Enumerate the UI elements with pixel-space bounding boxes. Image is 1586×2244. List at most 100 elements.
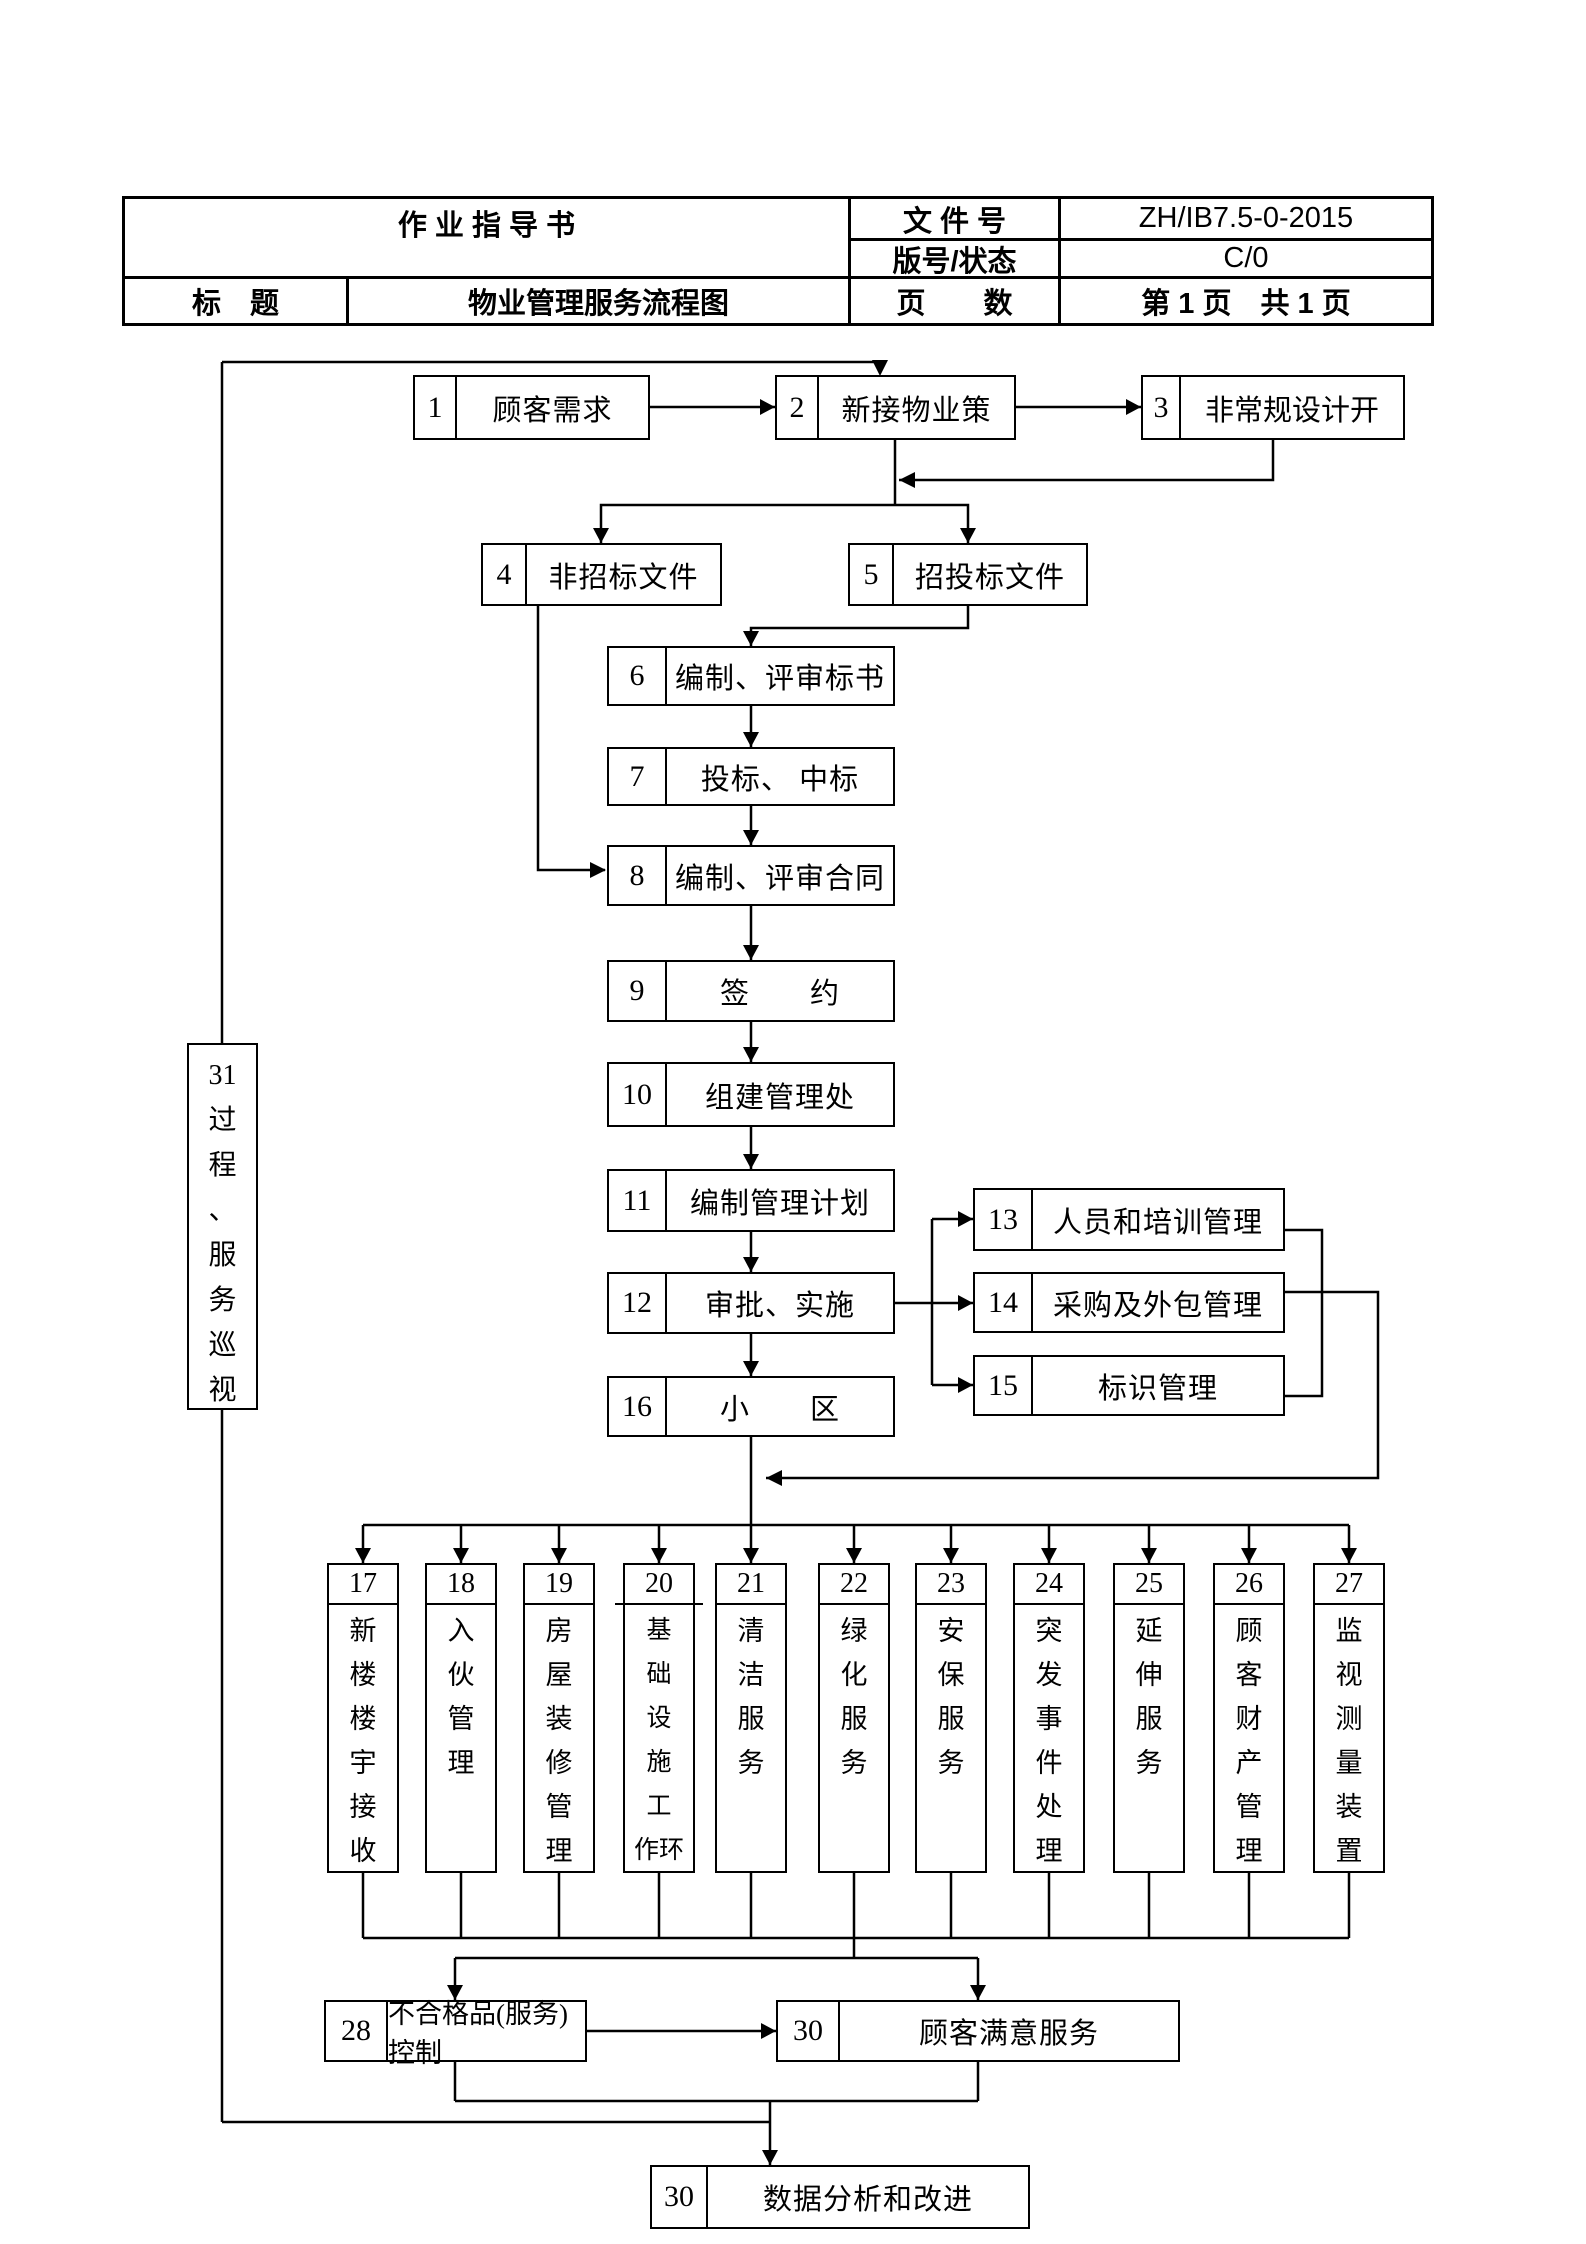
box-number: 26	[1215, 1565, 1283, 1605]
box-label: 监 视 测 量 装 置	[1335, 1616, 1363, 1866]
flow-box-24-emergency-handling: 24 突 发 事 件 处 理	[1013, 1563, 1085, 1873]
flow-box-13-personnel-training: 13 人员和培训管理	[973, 1188, 1285, 1251]
flow-box-9-sign-contract: 9 签 约	[607, 960, 895, 1022]
page-title: 物业管理服务流程图	[349, 279, 851, 323]
box-label: 审批、实施	[704, 1290, 855, 1322]
document-header-table: 作 业 指 导 书 文 件 号 ZH/IB7.5-0-2015 版号/状态 C/…	[122, 196, 1434, 326]
box-label: 延 伸 服 务	[1135, 1616, 1163, 1778]
box-number: 2	[777, 377, 819, 438]
flow-box-17-new-building-handover: 17 新 楼 楼 宇 接 收	[327, 1563, 399, 1873]
box-label: 非招标文件	[548, 561, 699, 594]
version-label: 版号/状态	[851, 241, 1061, 279]
box-number: 4	[483, 545, 527, 604]
flow-box-18-move-in-management: 18 入 伙 管 理	[425, 1563, 497, 1873]
flow-box-3-nonstandard-design: 3 非常规设计开	[1141, 375, 1405, 440]
box-number: 20	[615, 1565, 703, 1605]
flow-box-5-tender-docs: 5 招投标文件	[848, 543, 1088, 606]
flow-box-8-prepare-review-contract: 8 编制、评审合同	[607, 845, 895, 906]
flow-box-16-community: 16 小 区	[607, 1376, 895, 1437]
box-number: 30	[778, 2002, 840, 2060]
box-number: 18	[427, 1565, 495, 1605]
box-label: 采购及外包管理	[1052, 1289, 1263, 1322]
box-number: 14	[975, 1274, 1033, 1331]
flow-box-4-non-tender-docs: 4 非招标文件	[481, 543, 722, 606]
flow-box-22-greening-service: 22 绿 化 服 务	[818, 1563, 890, 1873]
flow-box-2-new-property: 2 新接物业策	[775, 375, 1016, 440]
file-no-value: ZH/IB7.5-0-2015	[1061, 199, 1431, 241]
flow-box-25-extended-service: 25 延 伸 服 务	[1113, 1563, 1185, 1873]
box-number: 6	[609, 648, 667, 704]
box-number: 7	[609, 749, 667, 804]
box-label: 不合格品(服务)控制	[388, 1999, 568, 2068]
box-number: 10	[609, 1064, 667, 1125]
box-number: 9	[609, 962, 667, 1020]
box-label: 编制、评审标书	[674, 663, 885, 695]
box-label: 投标、 中标	[700, 763, 860, 796]
box-label: 突 发 事 件 处 理	[1035, 1616, 1063, 1866]
box-number: 12	[609, 1274, 667, 1332]
flow-box-28-nonconforming-control: 28 不合格品(服务)控制	[324, 1999, 587, 2068]
box-label: 清 洁 服 务	[737, 1616, 765, 1778]
box-number: 19	[525, 1565, 593, 1605]
flow-box-1-customer-needs: 1 顾客需求	[413, 375, 650, 440]
box-number: 23	[917, 1565, 985, 1605]
doc-type-cell: 作 业 指 导 书	[125, 199, 851, 279]
flow-box-15-identification-management: 15 标识管理	[973, 1355, 1285, 1416]
title-label: 标 题	[125, 279, 349, 323]
flow-box-23-security-service: 23 安 保 服 务	[915, 1563, 987, 1873]
arrowheads	[355, 360, 1357, 2165]
box-number: 16	[609, 1378, 667, 1435]
flow-box-26-customer-property: 26 顾 客 财 产 管 理	[1213, 1563, 1285, 1873]
flow-box-6-prepare-review-bid: 6 编制、评审标书	[607, 646, 895, 706]
version-value: C/0	[1061, 241, 1431, 279]
box-number: 30	[652, 2167, 708, 2227]
box-label: 编制管理计划	[689, 1187, 870, 1220]
box-number: 1	[415, 377, 457, 438]
box-label: 顾客满意服务	[918, 2018, 1099, 2050]
box-label: 绿 化 服 务	[840, 1616, 868, 1778]
box-number: 25	[1115, 1565, 1183, 1605]
box-label: 顾 客 财 产 管 理	[1235, 1616, 1263, 1866]
box-number: 5	[850, 545, 894, 604]
box-number: 15	[975, 1357, 1033, 1414]
box-number: 27	[1315, 1565, 1383, 1605]
box-number: 8	[609, 847, 667, 904]
flow-box-14-procurement-outsourcing: 14 采购及外包管理	[973, 1272, 1285, 1333]
flow-box-27-monitoring-devices: 27 监 视 测 量 装 置	[1313, 1563, 1385, 1873]
box-label: 非常规设计开	[1204, 394, 1379, 427]
flow-box-11-management-plan: 11 编制管理计划	[607, 1169, 895, 1232]
box-label: 编制、评审合同	[674, 862, 885, 895]
flow-box-19-renovation-management: 19 房 屋 装 修 管 理	[523, 1563, 595, 1873]
box-label: 31 过 程 、 服 务 巡 视	[208, 1060, 237, 1406]
box-number: 11	[609, 1171, 667, 1230]
flow-box-30-customer-satisfaction: 30 顾客满意服务	[776, 2000, 1180, 2062]
box-label: 小 区	[719, 1393, 840, 1426]
pages-label: 页 数	[851, 279, 1061, 323]
flow-box-20-infrastructure-environment: 20 基 础 设 施 工 作环	[615, 1563, 703, 1873]
box-label: 标识管理	[1097, 1372, 1218, 1405]
box-label: 新接物业策	[841, 394, 992, 427]
box-label: 房 屋 装 修 管 理	[545, 1616, 573, 1866]
box-label: 新 楼 楼 宇 接 收	[349, 1616, 377, 1866]
flow-box-21-cleaning-service: 21 清 洁 服 务	[715, 1563, 787, 1873]
box-label: 基 础 设 施 工 作环	[633, 1617, 684, 1864]
box-number: 28	[326, 2002, 388, 2060]
box-label: 人员和培训管理	[1052, 1206, 1263, 1239]
box-number: 3	[1143, 377, 1181, 438]
pages-value: 第 1 页 共 1 页	[1141, 288, 1351, 320]
box-label: 数据分析和改进	[762, 2184, 973, 2216]
box-number: 17	[329, 1565, 397, 1605]
box-number: 24	[1015, 1565, 1083, 1605]
flow-box-7-bid-win: 7 投标、 中标	[607, 747, 895, 806]
flow-box-10-setup-office: 10 组建管理处	[607, 1062, 895, 1127]
flow-box-30-data-analysis-improvement: 30 数据分析和改进	[650, 2165, 1030, 2229]
flow-box-12-approve-implement: 12 审批、实施	[607, 1272, 895, 1334]
box-label: 安 保 服 务	[937, 1616, 965, 1778]
box-label: 顾客需求	[492, 394, 613, 427]
flow-box-31-process-service-inspection: 31 过 程 、 服 务 巡 视	[187, 1043, 258, 1410]
box-label: 签 约	[719, 978, 840, 1010]
box-label: 招投标文件	[914, 561, 1065, 594]
file-no-label: 文 件 号	[851, 199, 1061, 241]
